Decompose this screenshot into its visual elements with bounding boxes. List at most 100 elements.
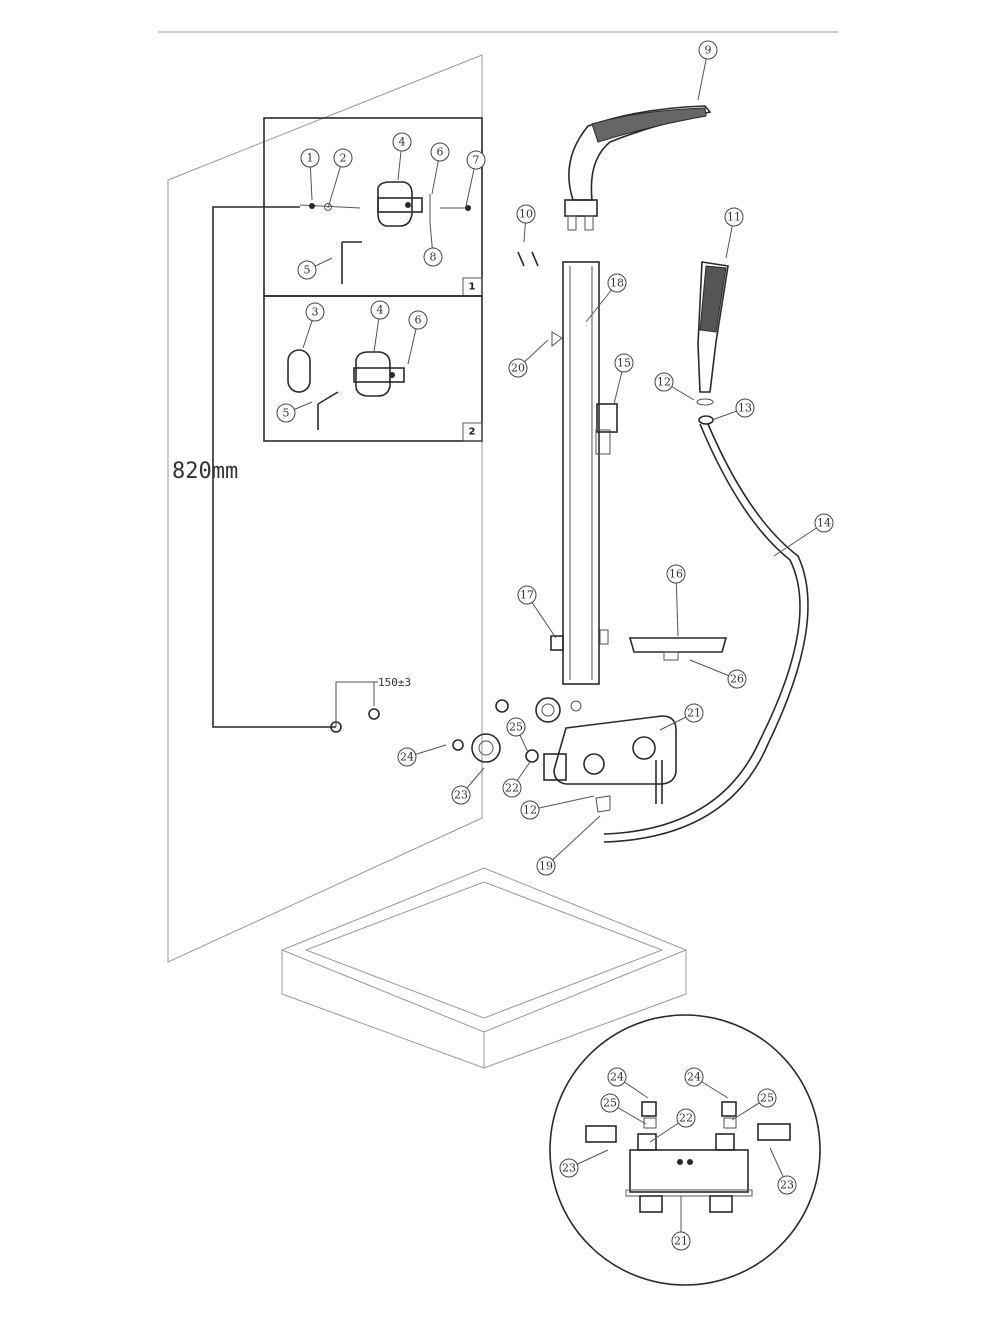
callout-balloon (506, 717, 526, 737)
step-panel-2: 2 (263, 295, 483, 442)
callout-number: 18 (610, 277, 624, 290)
callout-number: 4 (377, 304, 384, 317)
callout-c20: 20 (508, 339, 549, 378)
callout-balloon (600, 1093, 620, 1113)
callout-c21b: 21 (671, 1196, 691, 1251)
callout-number: 16 (669, 568, 683, 581)
callout-balloon (559, 1158, 579, 1178)
callout-balloon (370, 300, 390, 320)
step1-parts (299, 181, 471, 284)
callout-c6b: 6 (407, 310, 428, 365)
wall (167, 54, 483, 963)
callout-number: 21 (687, 707, 701, 720)
leader-line (545, 815, 601, 867)
callout-c12b: 12 (520, 795, 595, 820)
callout-c23c: 23 (769, 1147, 797, 1195)
callout-balloon (297, 260, 317, 280)
callout-number: 14 (817, 517, 831, 530)
callout-c19: 19 (536, 815, 601, 876)
callout-balloon (724, 207, 744, 227)
height-dimension: 820mm (172, 206, 336, 728)
valve-detail-view (549, 1014, 821, 1286)
callout-number: 19 (539, 860, 553, 873)
callout-balloon (654, 372, 674, 392)
escutcheon (452, 733, 501, 763)
callout-number: 23 (454, 789, 468, 802)
riser-rail (550, 261, 618, 685)
callout-number: 4 (399, 136, 406, 149)
callout-balloon (614, 353, 634, 373)
callout-balloon (536, 856, 556, 876)
callout-number: 12 (523, 804, 537, 817)
callout-c7: 7 (465, 150, 486, 207)
soap-shelf (628, 637, 728, 661)
callout-number: 10 (519, 208, 533, 221)
callout-number: 6 (437, 146, 444, 159)
callout-balloon (516, 204, 536, 224)
callout-number: 9 (705, 44, 712, 57)
callout-balloon (333, 148, 353, 168)
callout-balloon (508, 358, 528, 378)
callout-balloon (451, 785, 471, 805)
callout-balloon (408, 310, 428, 330)
callout-balloon (300, 148, 320, 168)
callout-balloon (607, 273, 627, 293)
callout-balloon (814, 513, 834, 533)
callout-number: 24 (400, 751, 414, 764)
callout-number: 22 (505, 782, 519, 795)
shower-tray (280, 867, 688, 1069)
leader-line (773, 522, 825, 557)
callout-c18: 18 (585, 273, 627, 323)
callout-c24b: 24 (607, 1067, 649, 1099)
hose (603, 398, 809, 843)
callout-number: 7 (473, 154, 480, 167)
callout-balloon (676, 1108, 696, 1128)
callout-number: 2 (340, 152, 347, 165)
callout-number: 24 (687, 1071, 701, 1084)
callout-number: 12 (657, 376, 671, 389)
callout-balloon (777, 1175, 797, 1195)
callout-c22b: 22 (649, 1108, 696, 1143)
callout-c8: 8 (423, 221, 443, 267)
callout-balloon (276, 403, 296, 423)
callout-c13: 13 (711, 398, 755, 421)
callout-c23b: 23 (559, 1149, 609, 1178)
callout-balloon (430, 142, 450, 162)
overhead-shower-head (564, 105, 712, 231)
callout-balloon (517, 585, 537, 605)
leader-line (675, 573, 679, 637)
callout-c9: 9 (697, 40, 718, 101)
callout-c26: 26 (689, 659, 747, 689)
callout-balloon (671, 1231, 691, 1251)
callout-balloon (607, 1067, 627, 1087)
leader-line (529, 795, 595, 811)
callout-number: 25 (603, 1097, 617, 1110)
callout-number: 20 (511, 362, 525, 375)
callout-c4a: 4 (392, 132, 412, 181)
callout-number: 1 (307, 152, 314, 165)
callout-number: 17 (520, 589, 534, 602)
callout-number: 21 (674, 1235, 688, 1248)
callout-c21a: 21 (659, 703, 704, 731)
callout-c10: 10 (516, 204, 536, 243)
step-number-1: 1 (469, 282, 476, 293)
callout-balloon (502, 778, 522, 798)
callout-c25a: 25 (506, 717, 529, 753)
callout-number: 26 (730, 673, 744, 686)
callout-c24c: 24 (684, 1067, 729, 1099)
callout-balloon (520, 800, 540, 820)
callout-number: 23 (780, 1179, 794, 1192)
step-number-2: 2 (469, 427, 476, 438)
callout-balloon (423, 247, 443, 267)
callout-number: 15 (617, 357, 631, 370)
callout-c17: 17 (517, 585, 557, 639)
callout-c14: 14 (773, 513, 834, 557)
callout-number: 3 (312, 306, 319, 319)
callout-c15: 15 (613, 353, 634, 405)
callout-number: 11 (727, 211, 741, 224)
callout-balloon (666, 564, 686, 584)
mixer-valve (495, 697, 677, 813)
spacing-dimension-label: 150±3 (378, 676, 411, 689)
